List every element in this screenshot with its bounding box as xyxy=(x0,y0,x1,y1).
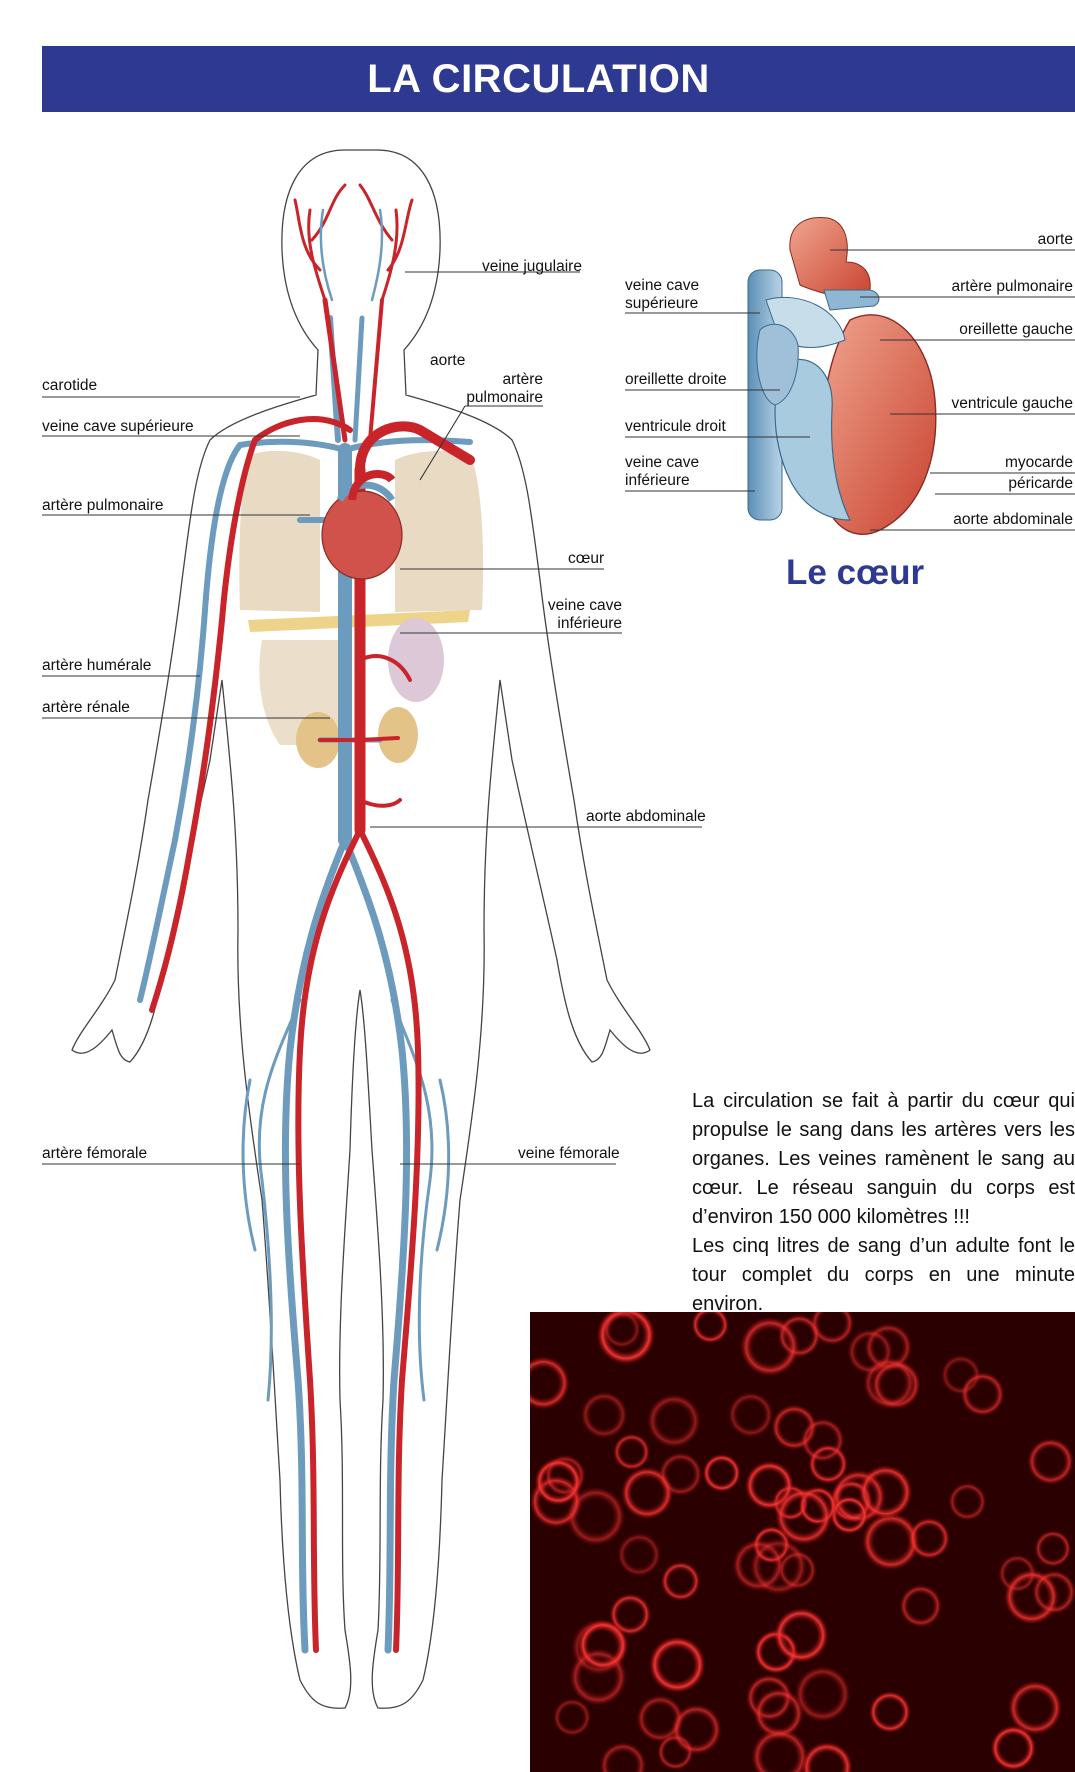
heart-title: Le cœur xyxy=(786,553,924,593)
heart-label-myocarde: myocarde xyxy=(975,454,1073,472)
label-artere-pulmonaire-top: artère pulmonaire xyxy=(465,371,543,407)
blood-cell xyxy=(647,1394,701,1448)
heart-label-pericarde: péricarde xyxy=(975,475,1073,493)
label-veine-cave-inferieure: veine cave inférieure xyxy=(535,597,622,633)
label-line-2: pulmonaire xyxy=(465,389,543,407)
label-aorte: aorte xyxy=(430,352,465,370)
paragraph-2: Les cinq litres de sang d’un adulte font… xyxy=(692,1232,1075,1319)
blood-cell xyxy=(649,1636,706,1693)
heart-label-veine-cave-superieure: veine cave supérieure xyxy=(625,277,699,313)
label-artere-femorale: artère fémorale xyxy=(42,1145,147,1163)
blood-cell xyxy=(703,1454,741,1492)
heart-label-oreillette-gauche: oreillette gauche xyxy=(935,321,1073,339)
label-line-1: veine cave xyxy=(535,597,622,615)
blood-cell xyxy=(960,1372,1004,1416)
heart-label-oreillette-droite: oreillette droite xyxy=(625,371,727,389)
description-text: La circulation se fait à partir du cœur … xyxy=(692,1087,1075,1319)
heart-label-ventricule-droit: ventricule droit xyxy=(625,418,726,436)
heart-label-veine-cave-inferieure: veine cave inférieure xyxy=(625,454,699,490)
label-line-2: supérieure xyxy=(625,295,699,313)
blood-cell xyxy=(659,1452,703,1496)
blood-cell xyxy=(661,1562,700,1601)
blood-cell xyxy=(750,1538,808,1596)
blood-cell xyxy=(859,1465,913,1519)
blood-cell xyxy=(795,1666,851,1722)
blood-cell xyxy=(801,1418,845,1462)
heart-label-aorte-abdominale: aorte abdominale xyxy=(935,511,1073,529)
paragraph-1: La circulation se fait à partir du cœur … xyxy=(692,1087,1075,1232)
blood-cell xyxy=(775,1488,832,1545)
label-artere-renale: artère rénale xyxy=(42,699,130,717)
blood-cell xyxy=(1035,1530,1072,1567)
blood-cell xyxy=(991,1726,1036,1771)
blood-cell xyxy=(948,1483,986,1521)
blood-cell xyxy=(581,1392,628,1439)
label-veine-femorale: veine fémorale xyxy=(518,1145,620,1163)
label-line-1: veine cave xyxy=(625,277,699,295)
blood-cell xyxy=(553,1698,591,1736)
label-veine-cave-superieure: veine cave supérieure xyxy=(42,418,194,436)
blood-cell xyxy=(869,1691,911,1733)
blood-cell xyxy=(908,1518,950,1560)
heart-diagram xyxy=(748,217,936,534)
label-line-2: inférieure xyxy=(535,615,622,633)
heart-label-artere-pulmonaire: artère pulmonaire xyxy=(935,278,1073,296)
blood-cells-photo xyxy=(530,1312,1075,1772)
label-line-1: veine cave xyxy=(625,454,699,472)
label-veine-jugulaire: veine jugulaire xyxy=(482,258,582,276)
blood-cell xyxy=(863,1357,915,1409)
heart-label-ventricule-gauche: ventricule gauche xyxy=(935,395,1073,413)
heart-label-aorte: aorte xyxy=(975,231,1073,249)
label-artere-humerale: artère humérale xyxy=(42,657,151,675)
blood-cell xyxy=(613,1434,650,1471)
label-carotide: carotide xyxy=(42,377,97,395)
blood-cell xyxy=(774,1608,829,1663)
blood-cell xyxy=(671,1704,721,1754)
label-artere-pulmonaire: artère pulmonaire xyxy=(42,497,163,515)
blood-cell xyxy=(535,1458,582,1505)
label-line-1: artère xyxy=(465,371,543,389)
blood-cell xyxy=(578,1620,628,1670)
blood-cell xyxy=(740,1317,799,1376)
blood-cell xyxy=(900,1585,942,1627)
blood-cell xyxy=(1032,1570,1075,1614)
blood-cells-image xyxy=(530,1312,1075,1772)
blood-cell xyxy=(728,1392,773,1437)
blood-cell xyxy=(617,1533,661,1577)
blood-cell xyxy=(1027,1438,1074,1485)
label-coeur: cœur xyxy=(568,550,604,568)
label-line-2: inférieure xyxy=(625,472,699,490)
label-aorte-abdominale: aorte abdominale xyxy=(586,808,706,826)
